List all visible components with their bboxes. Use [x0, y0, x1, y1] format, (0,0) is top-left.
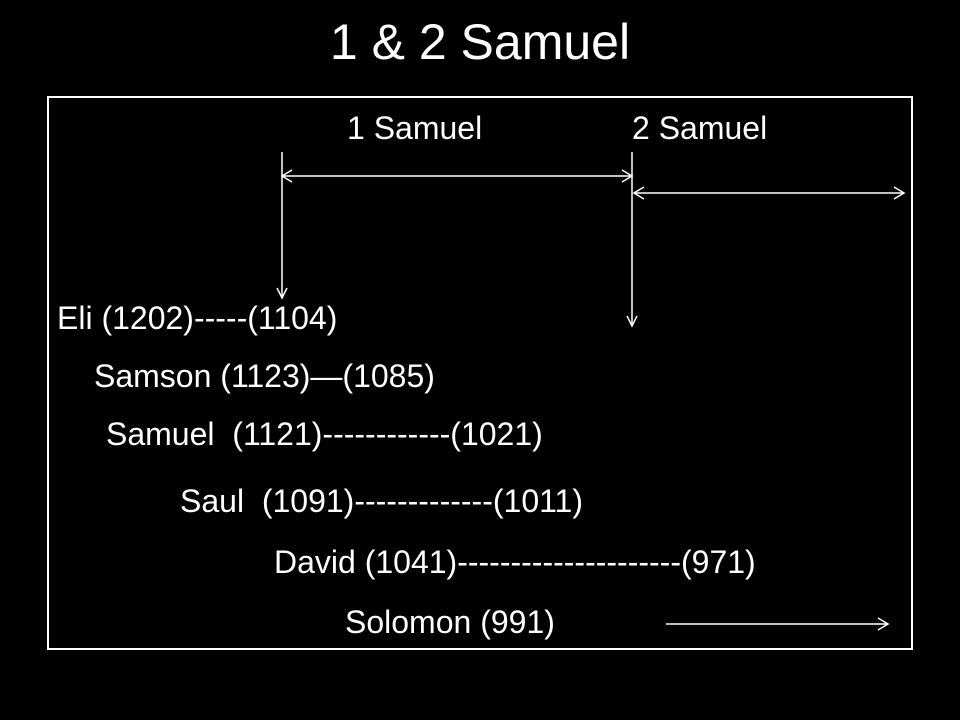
timeline-row-david: David (1041)---------------------(971) [274, 544, 756, 580]
timeline-row-samuel: Samuel (1121)------------(1021) [106, 416, 543, 452]
timeline-row-saul: Saul (1091)-------------(1011) [180, 483, 583, 519]
page-title: 1 & 2 Samuel [329, 14, 631, 70]
timeline-row-samson: Samson (1123)—(1085) [94, 358, 435, 394]
timeline-row-solomon: Solomon (991) [345, 604, 555, 640]
book-label-1-samuel: 1 Samuel [347, 110, 483, 146]
book-label-2-samuel: 2 Samuel [632, 110, 768, 146]
timeline-row-eli: Eli (1202)-----(1104) [57, 300, 338, 336]
timeline-frame [47, 96, 913, 650]
